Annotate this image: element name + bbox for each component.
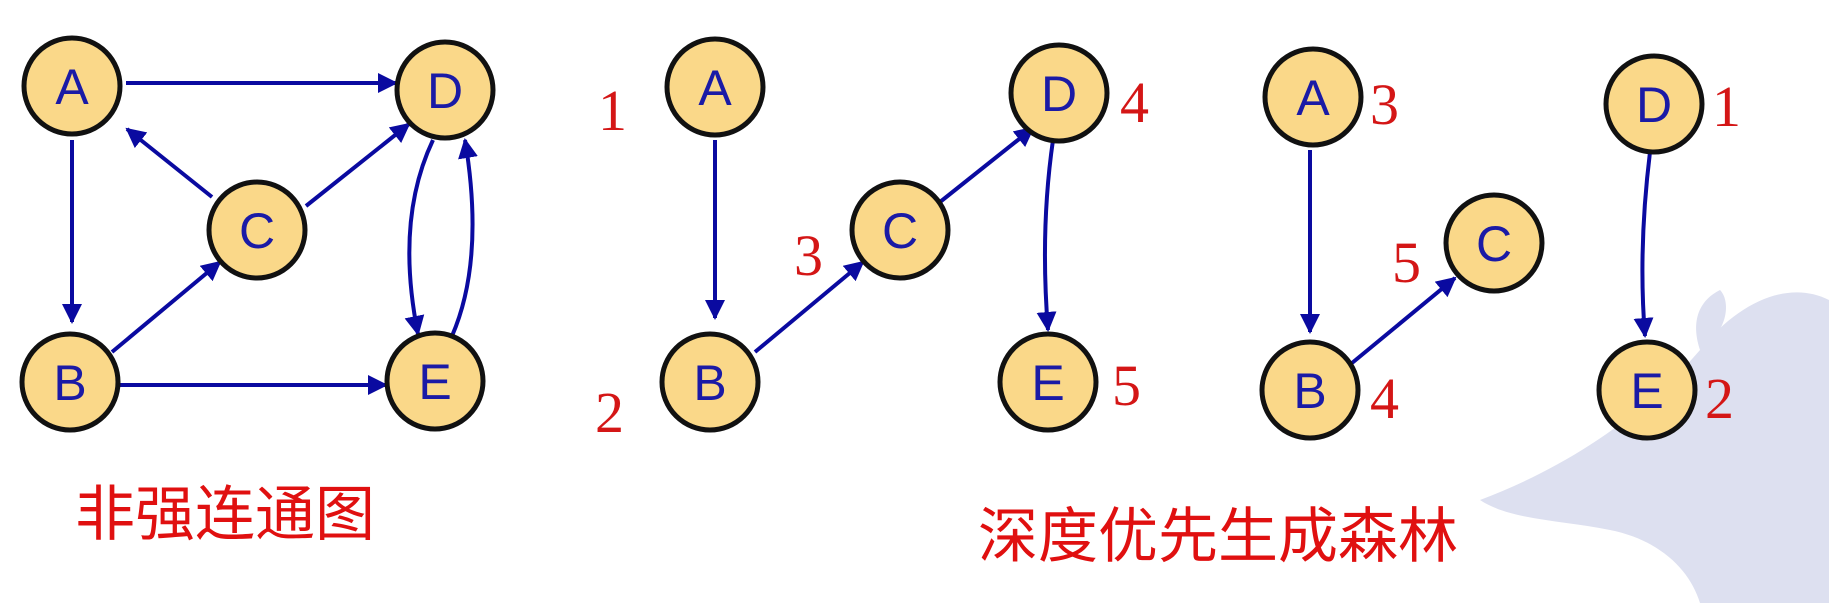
edge-c-d [304,122,411,208]
forest-1: A B C D E 1 2 3 4 5 [595,36,1149,445]
f2-node-c-label: C [1476,216,1512,272]
node-b: B [19,331,121,433]
f2-order-a: 3 [1370,72,1399,137]
f1-node-a: A [664,36,766,138]
f1-order-a: 1 [598,78,627,143]
forest-2: A B C 3 4 5 D E 1 2 深度优先生成森林 [978,46,1741,572]
f2-order-c: 5 [1392,230,1421,295]
f2-order-e: 2 [1705,366,1734,431]
f2-order-d: 1 [1712,74,1741,139]
node-a-label: A [55,59,89,115]
node-c: C [206,179,308,281]
node-a: A [21,35,123,137]
f2-node-d: D [1603,53,1705,155]
edge-b-c [110,260,222,354]
node-e: E [384,330,486,432]
f1-order-d: 4 [1120,70,1149,135]
f1-edge-b-c [753,260,865,354]
f2-edge-b-c [1350,276,1457,365]
f1-node-e: E [997,331,1099,433]
edge-d-e [404,139,435,336]
f1-node-c: C [849,179,951,281]
f1-node-c-label: C [882,203,918,259]
f2-order-b: 4 [1370,366,1399,431]
caption-right: 深度优先生成森林 [978,502,1458,572]
dove-watermark-icon [1480,290,1829,603]
edge-e-d [450,138,478,337]
f1-node-d: D [1008,42,1110,144]
f2-node-b-label: B [1293,363,1326,419]
f2-node-a-label: A [1296,70,1330,126]
edge-c-a [125,127,214,199]
node-c-label: C [239,203,275,259]
caption-left: 非强连通图 [75,480,375,550]
f1-node-a-label: A [698,60,732,116]
node-e-label: E [418,354,451,410]
f1-node-d-label: D [1041,66,1077,122]
f1-edge-c-d [938,126,1035,204]
node-d-label: D [427,63,463,119]
f1-node-b: B [659,331,761,433]
f2-node-a: A [1262,46,1364,148]
f2-node-e: E [1596,339,1698,441]
f2-node-d-label: D [1636,77,1672,133]
node-d: D [394,39,496,141]
f1-order-b: 2 [595,380,624,445]
f1-node-b-label: B [693,355,726,411]
f1-node-e-label: E [1031,355,1064,411]
node-b-label: B [53,355,86,411]
f1-order-e: 5 [1112,353,1141,418]
f2-node-e-label: E [1630,363,1663,419]
f2-node-b: B [1259,339,1361,441]
f2-node-c: C [1443,192,1545,294]
left-graph: A B C D E 非强连通图 [19,35,496,550]
f2-edge-d-e [1633,151,1654,338]
f1-order-c: 3 [794,223,823,288]
f1-edge-d-e [1036,139,1057,332]
